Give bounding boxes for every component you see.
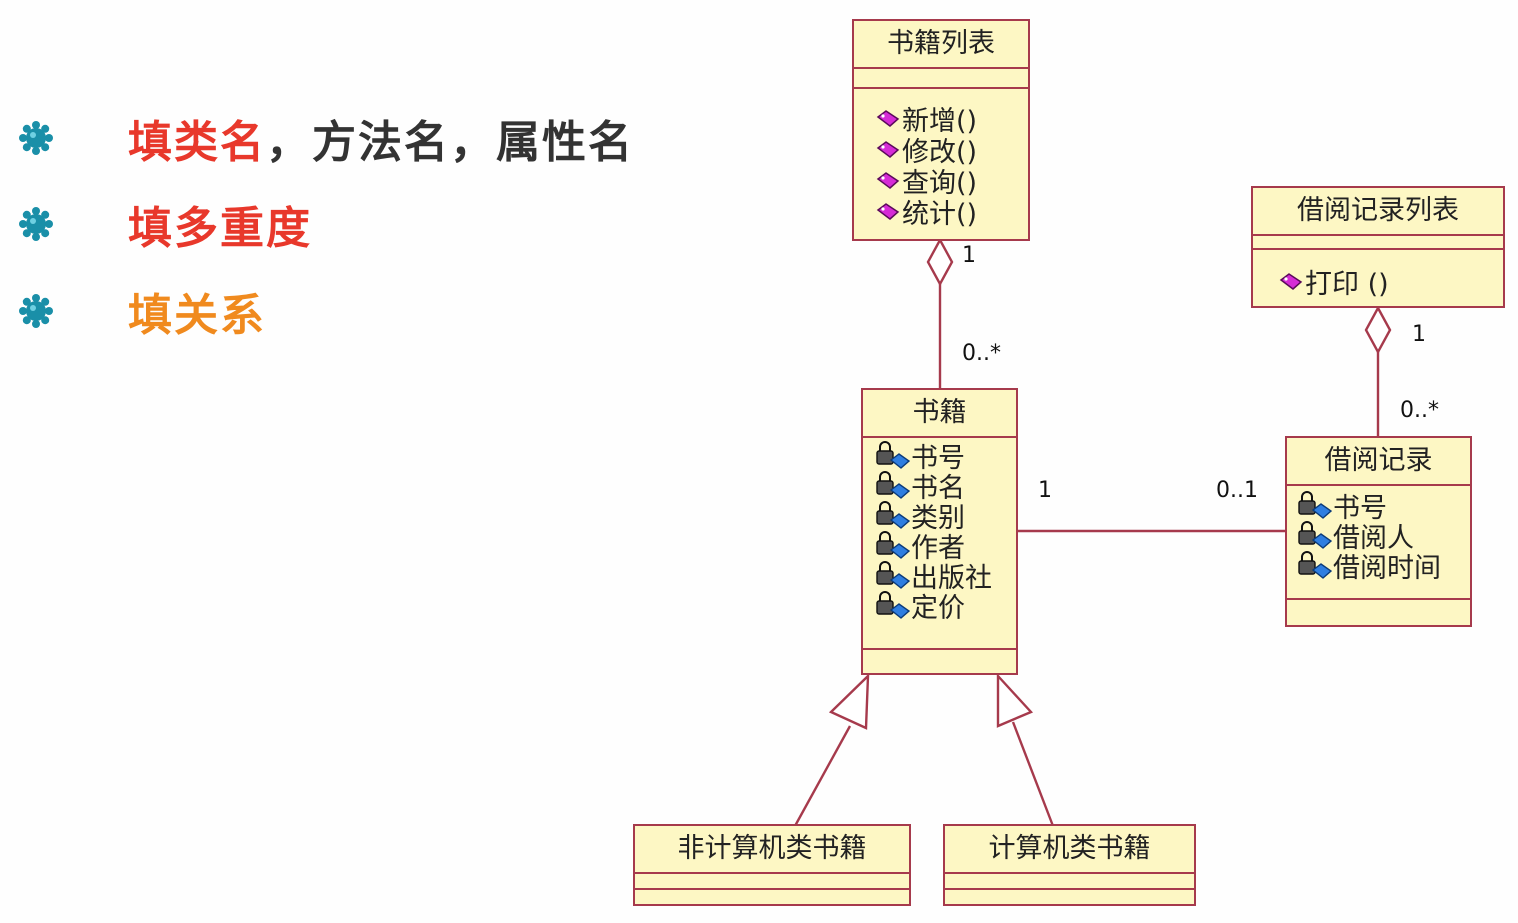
class-non-cs-book-attr-section — [635, 874, 909, 890]
class-non-cs-book[interactable]: 非计算机类书籍 — [633, 824, 911, 906]
class-borrow-record[interactable]: 借阅记录 书号 借阅人 借阅时间 — [1285, 436, 1472, 627]
bullet-2-highlight: 填多重度 — [128, 203, 312, 254]
attribute-item[interactable]: 书号 — [873, 440, 1016, 474]
private-attribute-icon — [876, 561, 911, 589]
public-operation-icon — [1279, 272, 1303, 290]
public-operation-icon — [876, 109, 900, 127]
attribute-item[interactable]: 借阅时间 — [1295, 550, 1470, 584]
private-attribute-icon — [876, 471, 911, 499]
operation-item[interactable]: 新增() — [876, 103, 1028, 137]
public-operation-icon — [876, 171, 900, 189]
attribute-label: 书号 — [1333, 492, 1387, 524]
class-book-list-name: 书籍列表 — [854, 21, 1028, 69]
public-operation-icon — [876, 202, 900, 220]
class-borrow-list[interactable]: 借阅记录列表 打印 () — [1251, 186, 1505, 308]
bullet-1-rest: ，方法名，属性名 — [266, 117, 634, 168]
generalization-line-noncs — [793, 725, 852, 827]
generalization-arrow-cs — [996, 672, 1034, 728]
bullet-text-2: 填多重度 — [128, 192, 312, 256]
aggregation-diamond-booklist — [926, 237, 954, 287]
attribute-label: 书号 — [911, 442, 965, 474]
operation-item[interactable]: 查询() — [876, 165, 1028, 199]
class-book-name: 书籍 — [863, 390, 1016, 438]
class-borrow-list-name: 借阅记录列表 — [1253, 188, 1503, 236]
private-attribute-icon — [876, 501, 911, 529]
private-attribute-icon — [1298, 491, 1333, 519]
class-non-cs-book-name: 非计算机类书籍 — [635, 826, 909, 874]
class-book-list[interactable]: 书籍列表 新增() 修改() 查询() 统计() — [852, 19, 1030, 241]
class-cs-book-attr-section — [945, 874, 1194, 890]
teal-star-bullet-icon — [19, 294, 53, 328]
multiplicity-borrowlist-one: 1 — [1412, 322, 1426, 347]
private-attribute-icon — [1298, 521, 1333, 549]
private-attribute-icon — [876, 591, 911, 619]
generalization-arrow-noncs — [828, 673, 870, 730]
operation-item[interactable]: 修改() — [876, 134, 1028, 168]
attribute-label: 类别 — [911, 502, 965, 534]
operation-label: 打印 () — [1305, 269, 1389, 300]
operation-label: 查询() — [902, 168, 978, 199]
attribute-label: 定价 — [911, 592, 965, 624]
operation-item[interactable]: 打印 () — [1279, 266, 1503, 300]
bullet-1-highlight: 填类名 — [128, 117, 266, 168]
class-cs-book[interactable]: 计算机类书籍 — [943, 824, 1196, 906]
public-operation-icon — [876, 140, 900, 158]
attribute-item[interactable]: 借阅人 — [1295, 520, 1470, 554]
multiplicity-book-many: 0..* — [962, 341, 1001, 366]
class-borrow-record-name: 借阅记录 — [1287, 438, 1470, 486]
bullet-text-3: 填关系 — [128, 279, 266, 343]
attribute-label: 作者 — [911, 532, 965, 564]
multiplicity-book-assoc-one: 1 — [1038, 478, 1052, 503]
class-cs-book-name: 计算机类书籍 — [945, 826, 1194, 874]
private-attribute-icon — [876, 441, 911, 469]
attribute-label: 书名 — [911, 472, 965, 504]
teal-star-bullet-icon — [19, 207, 53, 241]
attribute-label: 借阅人 — [1333, 522, 1414, 554]
class-book-list-op-section: 新增() 修改() 查询() 统计() — [854, 89, 1028, 230]
class-borrow-list-op-section: 打印 () — [1253, 250, 1503, 300]
class-book[interactable]: 书籍 书号 书名 类别 作者 出版社 — [861, 388, 1018, 675]
attribute-item[interactable]: 作者 — [873, 530, 1016, 564]
bullet-3-highlight: 填关系 — [128, 290, 266, 341]
attribute-label: 出版社 — [911, 562, 992, 594]
attribute-item[interactable]: 定价 — [873, 590, 1016, 624]
operation-label: 修改() — [902, 137, 978, 168]
class-borrow-record-attr-section: 书号 借阅人 借阅时间 — [1287, 486, 1470, 600]
attribute-item[interactable]: 出版社 — [873, 560, 1016, 594]
private-attribute-icon — [876, 531, 911, 559]
attribute-item[interactable]: 书号 — [1295, 490, 1470, 524]
attribute-item[interactable]: 类别 — [873, 500, 1016, 534]
aggregation-diamond-borrowlist — [1364, 305, 1392, 355]
multiplicity-borrowrecord-zero-one: 0..1 — [1216, 478, 1258, 503]
class-borrow-list-attr-section — [1253, 236, 1503, 250]
operation-label: 统计() — [902, 199, 978, 230]
multiplicity-booklist-one: 1 — [962, 243, 976, 268]
multiplicity-borrowrecord-many: 0..* — [1400, 398, 1439, 423]
generalization-line-cs — [1011, 721, 1055, 827]
attribute-item[interactable]: 书名 — [873, 470, 1016, 504]
operation-item[interactable]: 统计() — [876, 196, 1028, 230]
class-book-attr-section: 书号 书名 类别 作者 出版社 定价 — [863, 438, 1016, 650]
class-book-list-attr-section — [854, 69, 1028, 89]
attribute-label: 借阅时间 — [1333, 552, 1441, 584]
private-attribute-icon — [1298, 551, 1333, 579]
teal-star-bullet-icon — [19, 121, 53, 155]
bullet-text-1: 填类名，方法名，属性名 — [128, 106, 634, 170]
operation-label: 新增() — [902, 106, 978, 137]
